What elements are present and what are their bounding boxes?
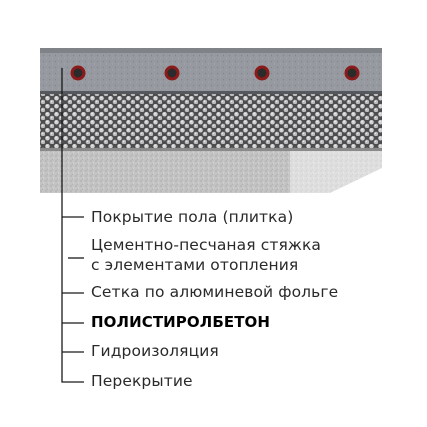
heating-pipe-bore	[167, 68, 177, 78]
legend-item-screed-line2: с элементами отопления	[91, 256, 299, 274]
legend-item-polystyrene-concrete: ПОЛИСТИРОЛБЕТОН	[91, 313, 271, 331]
heating-pipe-bore	[73, 68, 83, 78]
layer-screed	[40, 53, 382, 91]
layer-slab	[40, 151, 290, 193]
layer-polystyrene-concrete	[40, 94, 382, 148]
layer-waterproofing	[40, 148, 382, 151]
legend-item-screed-line1: Цементно-песчаная стяжка	[91, 236, 322, 254]
leader-lines	[61, 68, 84, 383]
heating-pipes	[70, 65, 360, 81]
legend-item-floor-covering: Покрытие пола (плитка)	[91, 208, 294, 226]
layer-floor-covering	[40, 48, 382, 53]
heating-pipe-bore	[347, 68, 357, 78]
layer-foil-mesh	[40, 91, 382, 94]
layer-slab-fade	[290, 151, 382, 193]
legend-item-slab: Перекрытие	[91, 372, 193, 390]
heating-pipe-bore	[257, 68, 267, 78]
legend-item-foil-mesh: Сетка по алюминевой фольге	[91, 283, 339, 301]
legend-item-waterproofing: Гидроизоляция	[91, 342, 219, 360]
